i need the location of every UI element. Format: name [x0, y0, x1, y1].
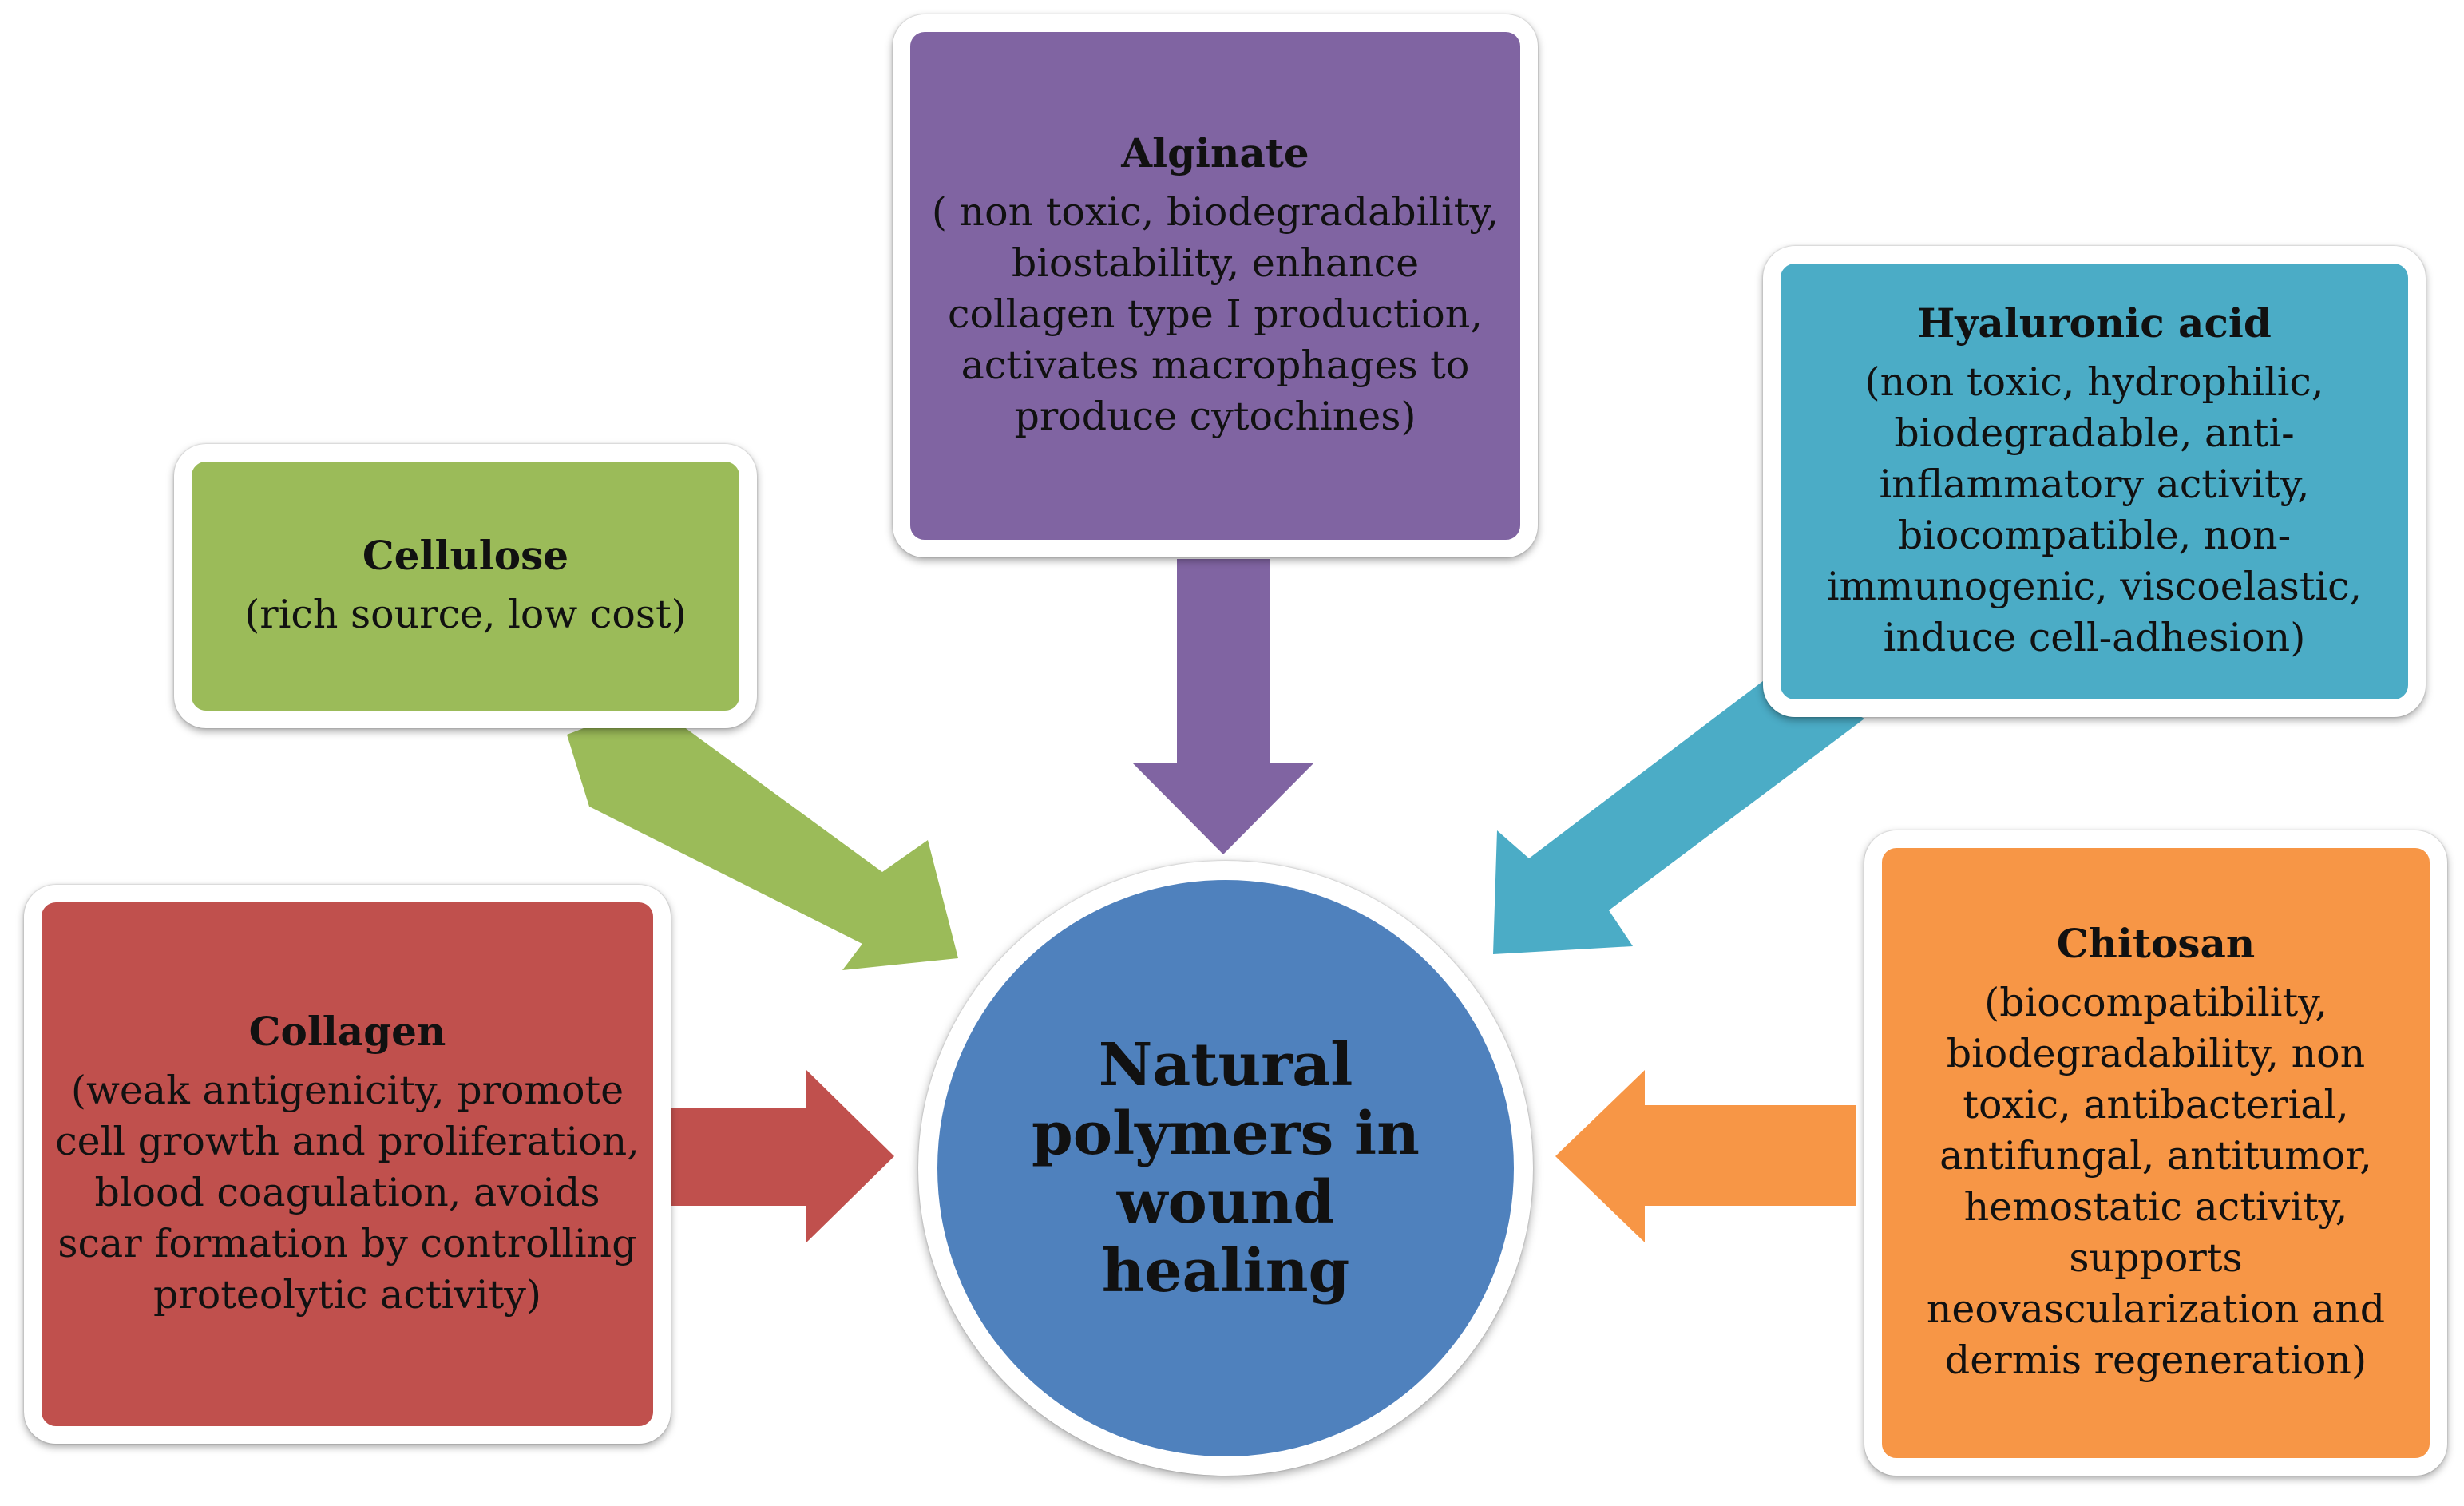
chitosan-title: Chitosan	[2056, 920, 2256, 967]
hyaluronic-box: Hyaluronic acid (non toxic, hydrophilic,…	[1763, 246, 2426, 717]
hub-label: Natural polymers in wound healing	[1032, 1031, 1420, 1306]
hyaluronic-desc: (non toxic, hydrophilic, biodegradable, …	[1826, 359, 2363, 660]
alginate-box: Alginate ( non toxic, biodegradability, …	[893, 14, 1538, 557]
collagen-box: Collagen (weak antigenicity, promote cel…	[24, 885, 671, 1444]
chitosan-desc: (biocompatibility, biodegradability, non…	[1926, 980, 2386, 1383]
central-hub: Natural polymers in wound healing	[918, 861, 1533, 1476]
collagen-arrow	[669, 1070, 894, 1242]
cellulose-title: Cellulose	[362, 532, 569, 579]
collagen-desc: (weak antigenicity, promote cell growth …	[55, 1068, 640, 1318]
hyaluronic-arrow	[1493, 671, 1864, 954]
alginate-desc: ( non toxic, biodegradability, biostabil…	[931, 189, 1499, 439]
cellulose-box: Cellulose (rich source, low cost)	[174, 444, 757, 728]
cellulose-arrow	[567, 703, 958, 970]
alginate-arrow	[1132, 559, 1314, 854]
alginate-title: Alginate	[1121, 129, 1309, 176]
chitosan-arrow	[1555, 1070, 1856, 1242]
collagen-title: Collagen	[248, 1008, 446, 1055]
hyaluronic-title: Hyaluronic acid	[1917, 299, 2272, 347]
chitosan-box: Chitosan (biocompatibility, biodegradabi…	[1864, 830, 2447, 1476]
cellulose-desc: (rich source, low cost)	[244, 592, 687, 637]
